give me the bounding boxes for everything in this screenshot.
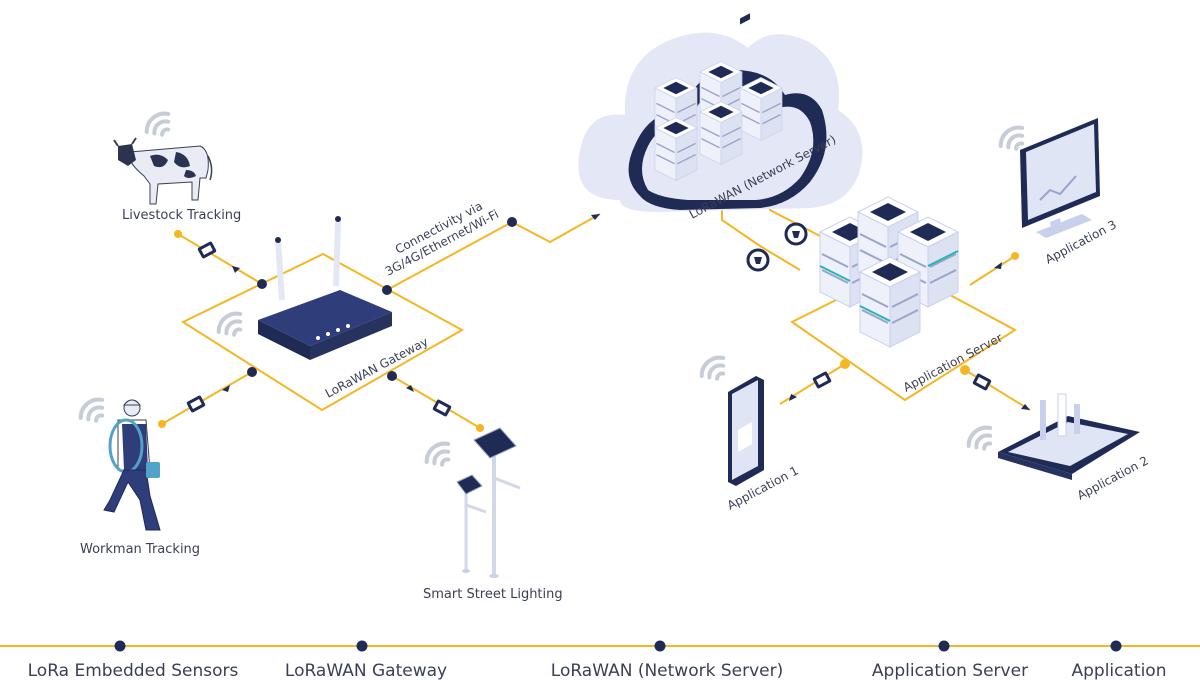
timeline-dot [654, 640, 666, 652]
application-1-phone-icon [728, 13, 764, 486]
application-3-monitor-icon [1020, 118, 1100, 238]
smart-street-lighting-label: Smart Street Lighting [423, 587, 563, 602]
timeline-dot [114, 640, 126, 652]
wifi-icon [74, 392, 112, 430]
connection-dots [247, 217, 517, 381]
timeline-dot [938, 640, 950, 652]
security-icon [784, 222, 808, 246]
cow-icon [113, 137, 213, 205]
street-light-icon [456, 427, 521, 578]
footer-stage-network-server: LoRaWAN (Network Server) [551, 661, 783, 680]
wifi-icon [420, 436, 458, 474]
footer-timeline: LoRa Embedded Sensors LoRaWAN Gateway Lo… [0, 640, 1200, 680]
wifi-icon [140, 106, 178, 144]
arrow-icons [222, 214, 1030, 410]
timeline-dot [1110, 640, 1122, 652]
timeline-dot [356, 640, 368, 652]
footer-stage-gateway: LoRaWAN Gateway [285, 661, 447, 680]
workman-icon [103, 399, 161, 531]
footer-stage-application: Application [1072, 661, 1167, 680]
data-packet-icon [186, 394, 206, 414]
network-server-cloud-icon [578, 32, 863, 212]
workman-tracking-label: Workman Tracking [80, 542, 200, 557]
wifi-icon [695, 350, 733, 388]
application-2-tablet-icon [998, 393, 1140, 480]
gateway-router-icon [258, 216, 392, 360]
footer-stage-application-server: Application Server [872, 661, 1028, 680]
wifi-icon [212, 306, 250, 344]
gateway-platform [180, 252, 465, 412]
footer-stage-sensors: LoRa Embedded Sensors [28, 661, 239, 680]
application-server-icon [819, 196, 959, 348]
wifi-icon [962, 420, 1000, 458]
endpoint-dots [158, 230, 1019, 432]
security-icon [746, 248, 770, 272]
livestock-tracking-label: Livestock Tracking [122, 208, 241, 223]
